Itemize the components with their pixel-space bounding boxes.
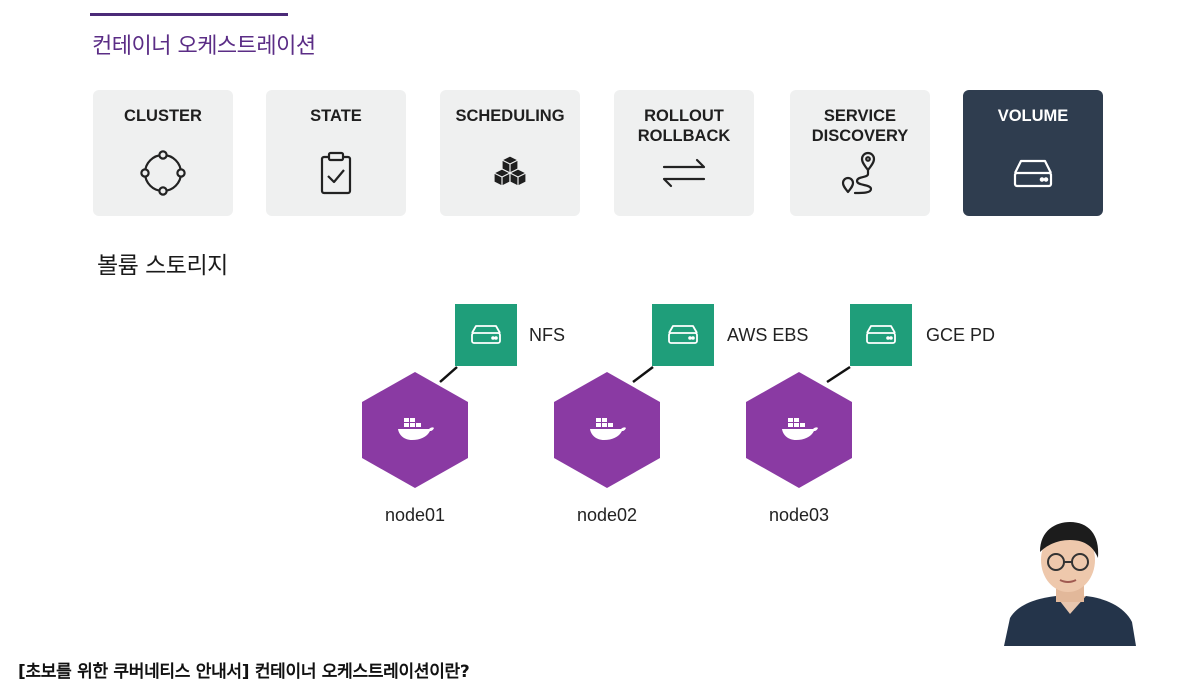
card-scheduling: SCHEDULING — [440, 90, 580, 216]
card-service-discovery: SERVICE DISCOVERY — [790, 90, 930, 216]
hard-drive-icon — [471, 325, 501, 344]
hard-drive-icon — [866, 325, 896, 344]
section-title: 볼륨 스토리지 — [97, 253, 228, 279]
card-label: ROLLOUT ROLLBACK — [637, 107, 731, 145]
title-rule — [90, 13, 288, 16]
card-rollout-rollback: ROLLOUT ROLLBACK — [614, 90, 754, 216]
page-title: 컨테이너 오케스트레이션 — [92, 34, 316, 59]
storage-box-aws-ebs — [652, 304, 714, 366]
node-label-01: node01 — [384, 505, 446, 525]
clipboard-check-icon — [311, 148, 361, 198]
card-state: STATE — [266, 90, 406, 216]
hard-drive-icon — [1008, 148, 1058, 198]
video-subtitle: [초보를 위한 쿠버네티스 안내서] 컨테이너 오케스트레이션이란? — [18, 662, 470, 682]
card-volume: VOLUME — [963, 90, 1103, 216]
docker-whale-icon — [782, 418, 818, 440]
hard-drive-icon — [668, 325, 698, 344]
card-label: VOLUME — [997, 107, 1069, 125]
storage-box-nfs — [455, 304, 517, 366]
card-cluster: CLUSTER — [93, 90, 233, 216]
storage-box-gce-pd — [850, 304, 912, 366]
storage-label-nfs: NFS — [529, 325, 565, 345]
node-hexagon-01 — [362, 372, 468, 488]
card-label: STATE — [310, 107, 362, 125]
docker-whale-icon — [590, 418, 626, 440]
route-pin-icon — [835, 148, 885, 198]
node-label-03: node03 — [768, 505, 830, 525]
connector-line — [632, 366, 654, 383]
presenter-video — [1004, 518, 1136, 646]
node-hexagon-03 — [746, 372, 852, 488]
storage-label-aws-ebs: AWS EBS — [727, 325, 809, 345]
cluster-icon — [138, 148, 188, 198]
connector-line — [826, 365, 851, 384]
node-hexagon-02 — [554, 372, 660, 488]
node-label-02: node02 — [576, 505, 638, 525]
cubes-icon — [485, 148, 535, 198]
card-label: SCHEDULING — [455, 107, 565, 125]
docker-whale-icon — [398, 418, 434, 440]
storage-label-gce-pd: GCE PD — [926, 325, 996, 345]
card-label: CLUSTER — [124, 107, 202, 125]
connector-line — [439, 366, 458, 383]
card-label: SERVICE DISCOVERY — [811, 107, 909, 145]
arrows-swap-icon — [659, 148, 709, 198]
